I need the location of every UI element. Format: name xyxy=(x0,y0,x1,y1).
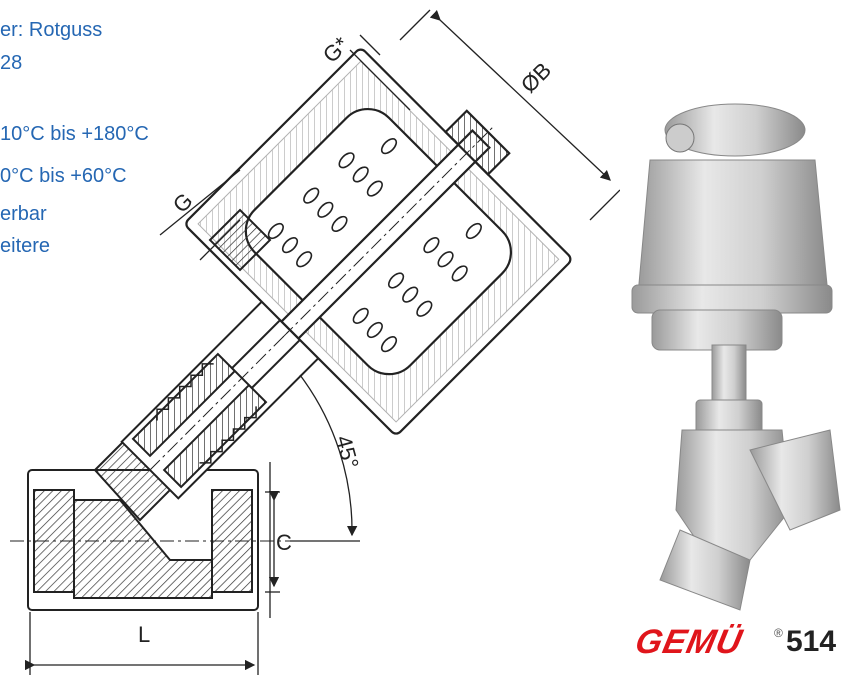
actuator-housing xyxy=(185,48,572,435)
spec-line-temp-range: 10°C bis +180°C xyxy=(0,123,149,145)
dim-label-c: C xyxy=(276,530,292,555)
valve-body xyxy=(10,438,290,611)
valve-product-photo xyxy=(631,103,841,611)
model-number: 514 xyxy=(786,625,837,658)
brand-line: GEMÜ ® 514 xyxy=(632,622,860,662)
registered-mark: ® xyxy=(774,626,783,640)
spec-line-option: erbar xyxy=(0,203,47,225)
dimension-lines xyxy=(24,9,620,675)
port-g xyxy=(208,208,272,272)
spec-line-number: 28 xyxy=(0,52,23,74)
dim-label-angle: 45° xyxy=(331,433,364,472)
spec-line-more: eitere xyxy=(0,235,51,257)
spec-line-ambient-range: 0°C bis +60°C xyxy=(0,165,127,187)
spec-line-material: er: Rotguss xyxy=(0,19,103,41)
dim-label-l: L xyxy=(138,622,150,647)
valve-technical-drawing: G* ØB G 45° C L xyxy=(10,9,620,675)
dim-label-b: ØB xyxy=(516,58,556,98)
gemu-logo: GEMÜ xyxy=(631,623,747,661)
